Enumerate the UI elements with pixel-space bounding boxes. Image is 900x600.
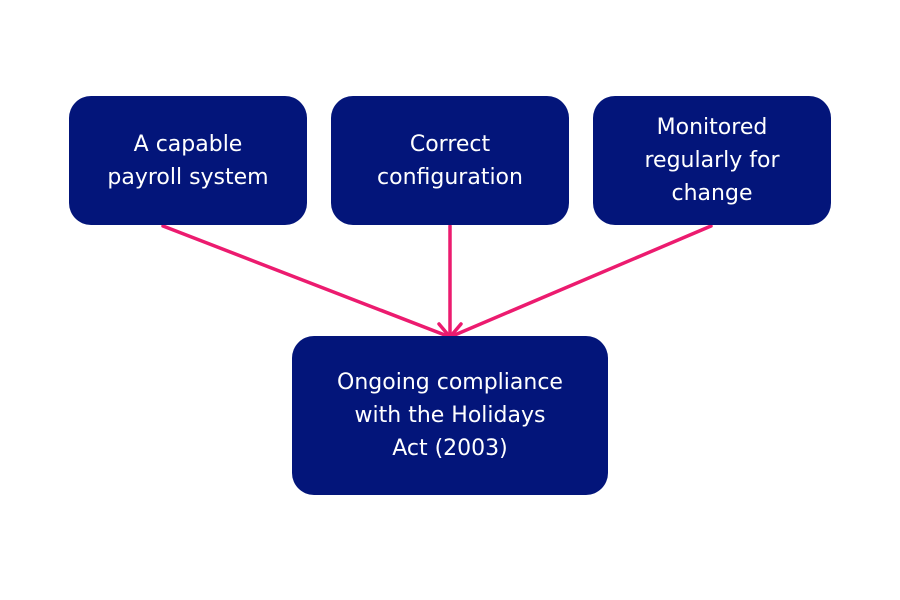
node-label: Correct configuration <box>377 131 523 190</box>
node-capable-payroll-system: A capable payroll system <box>69 96 307 225</box>
node-label: Ongoing compliance with the Holidays Act… <box>337 370 563 461</box>
node-label: Monitored regularly for change <box>644 115 780 206</box>
node-ongoing-compliance: Ongoing compliance with the Holidays Act… <box>292 336 608 495</box>
node-monitored-regularly: Monitored regularly for change <box>593 96 831 225</box>
node-label: A capable payroll system <box>107 131 269 190</box>
arrow-capable-payroll-to-compliance <box>161 224 452 339</box>
node-correct-configuration: Correct configuration <box>331 96 569 225</box>
arrow-monitored-regularly-to-compliance <box>448 224 713 339</box>
